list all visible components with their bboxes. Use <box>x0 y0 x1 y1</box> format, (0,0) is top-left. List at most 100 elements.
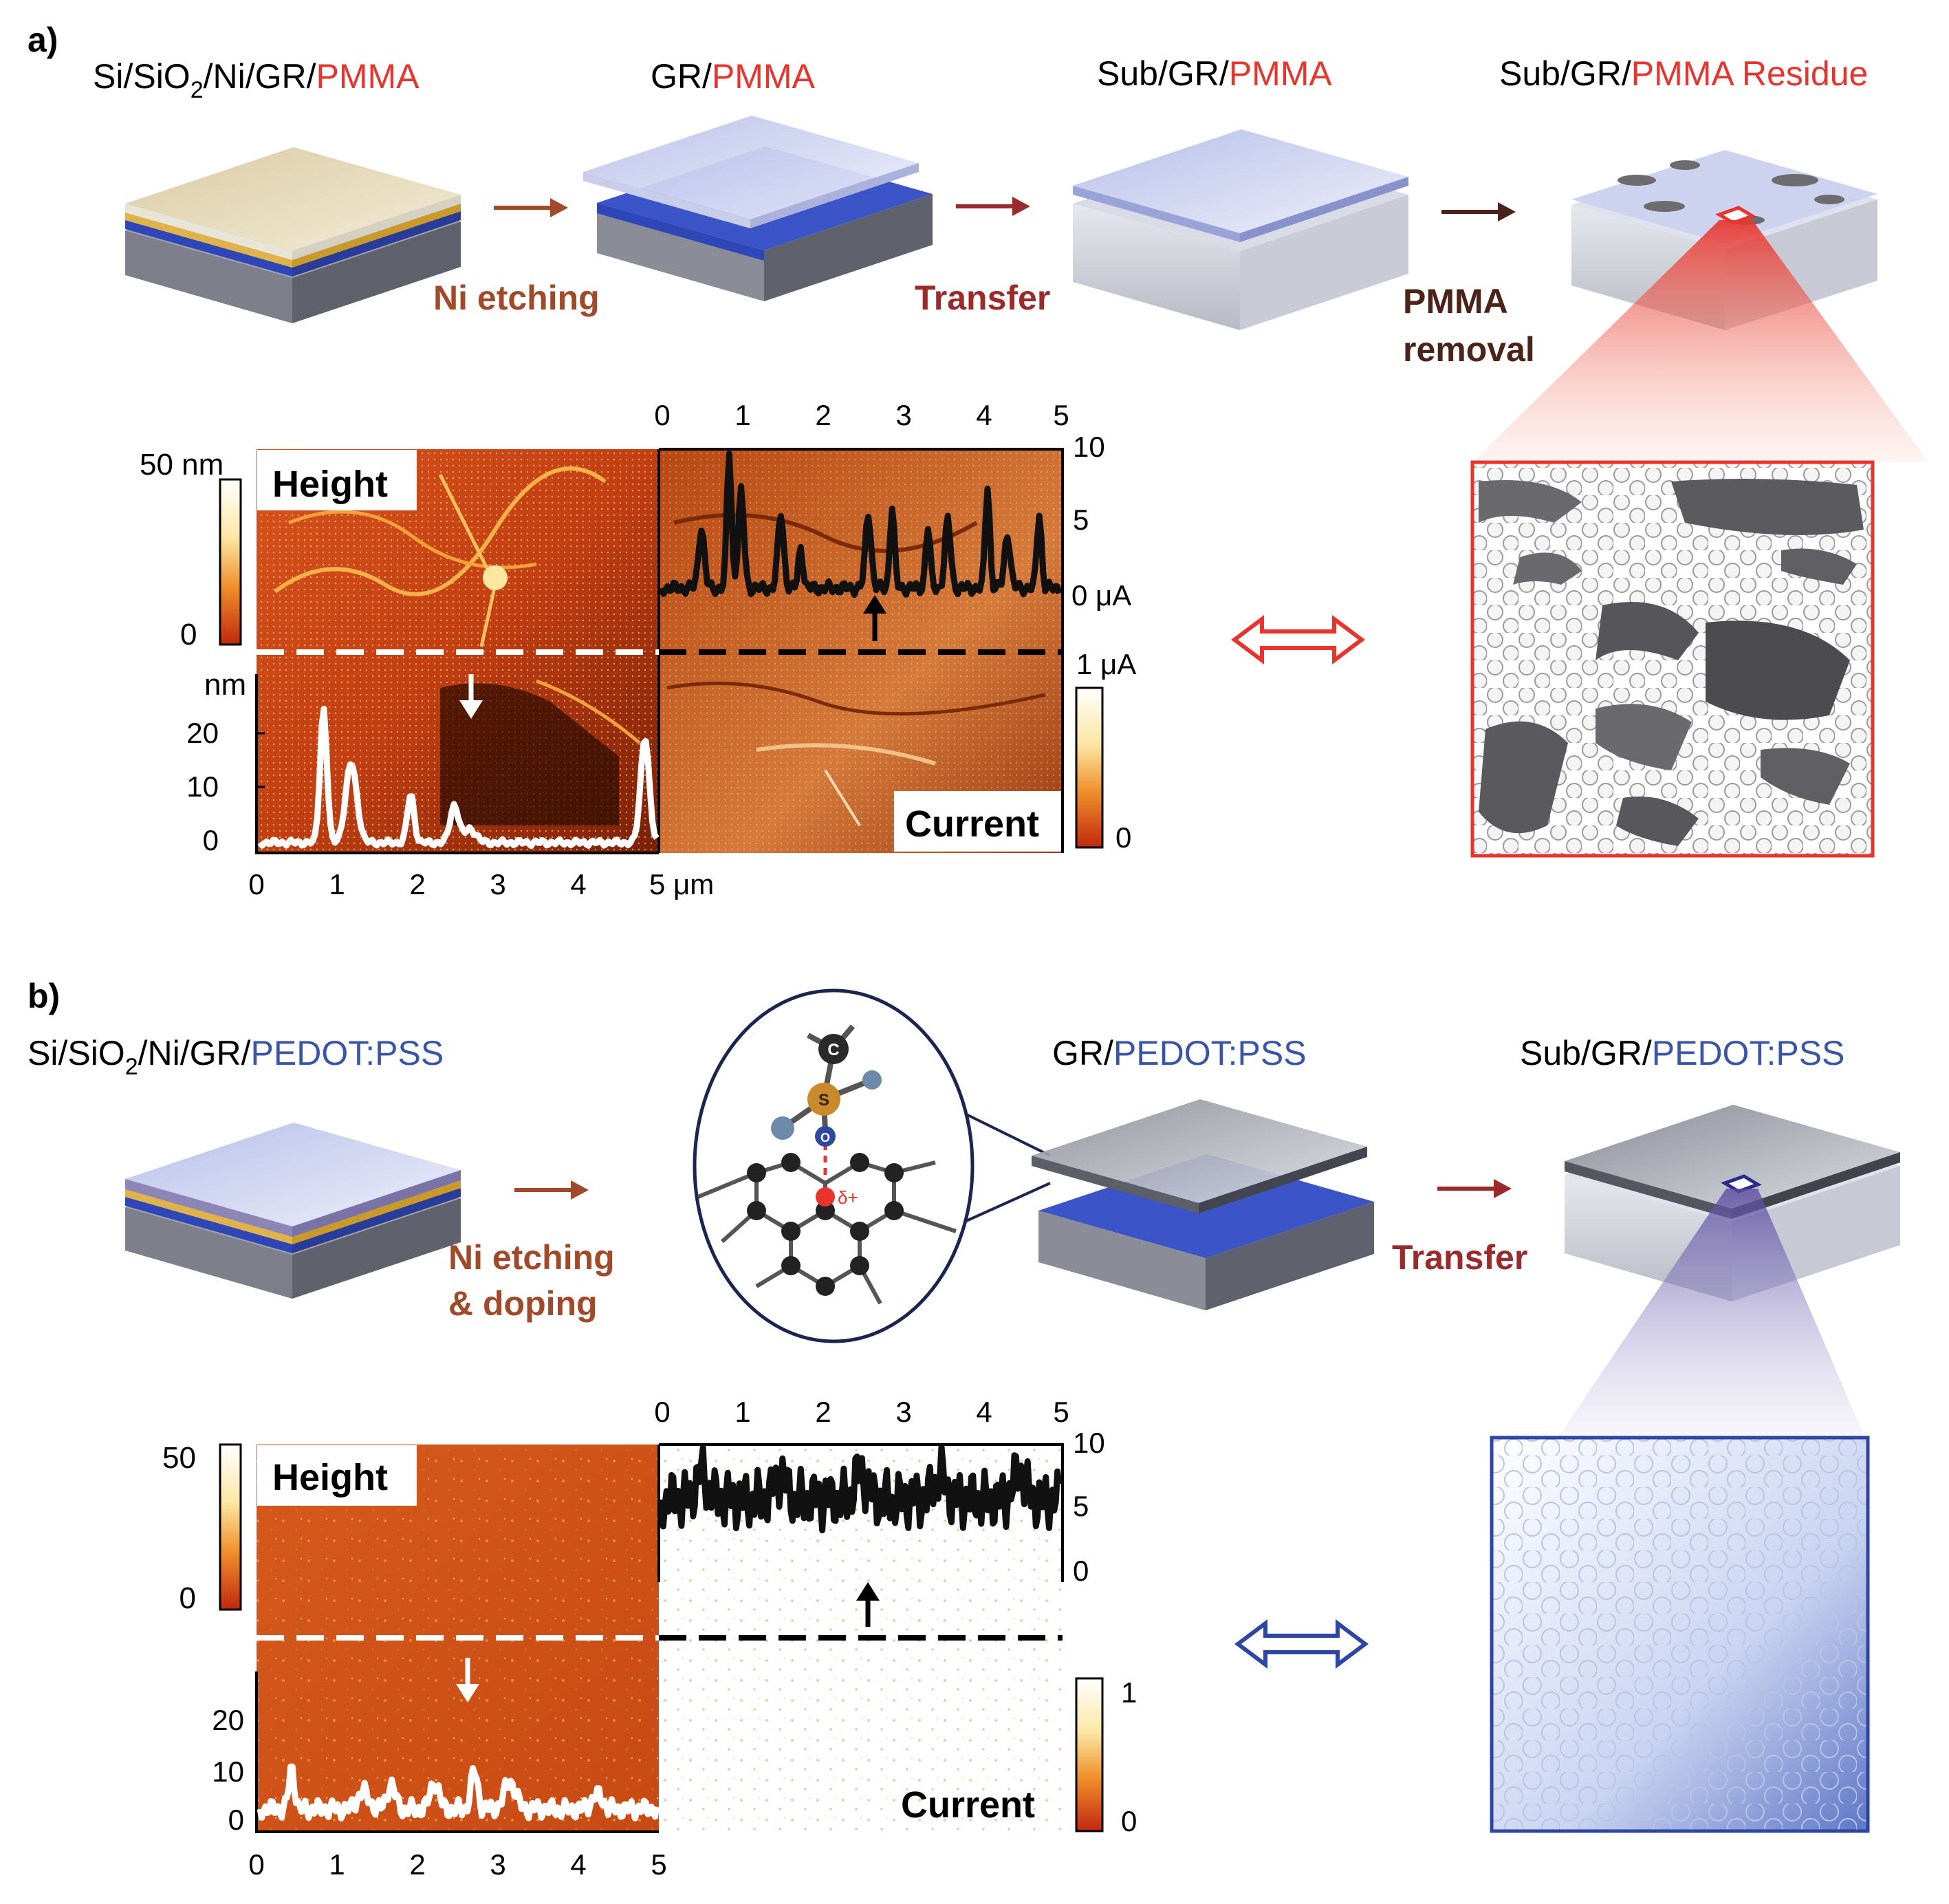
panel-b-profile-tick-10: 10 <box>212 1755 244 1788</box>
molecule-oxygen-atom <box>815 1126 836 1147</box>
panel-a-xtick-1: 1 <box>329 868 345 900</box>
panel-a-xtick-4: 4 <box>570 868 586 900</box>
panel-a-stack-1 <box>125 147 461 323</box>
molecule-carbon-label: C <box>827 1041 839 1059</box>
panel-b-height-axis <box>255 1672 659 1833</box>
panel-b-right-tick-5: 5 <box>1073 1490 1089 1522</box>
panel-a-top-tick-1: 1 <box>734 399 750 431</box>
panel-b-height-cbar-bottom: 0 <box>179 1581 196 1615</box>
panel-a-top-tick-4: 4 <box>976 399 992 431</box>
molecule-oxygen-label: O <box>820 1131 830 1145</box>
panel-a-profile-tick-10: 10 <box>186 770 219 803</box>
panel-a-step-1-title: Si/SiO2/Ni/GR/PMMA <box>93 57 420 103</box>
panel-b-current-cbar-top: 1 <box>1121 1676 1137 1709</box>
panel-b-xtick-0: 0 <box>248 1848 264 1881</box>
panel-a-right-tick-0: 0 μA <box>1071 579 1131 612</box>
panel-b-profile-tick-20: 20 <box>212 1704 244 1736</box>
panel-a-height-profile <box>257 706 660 850</box>
panel-a-step-4-title: Sub/GR/PMMA Residue <box>1499 54 1868 93</box>
panel-b-right-tick-10: 10 <box>1073 1427 1105 1459</box>
panel-a-current-profile <box>658 451 1063 598</box>
panel-a-current-label-box <box>894 791 1061 852</box>
panel-b-zoom-image <box>1490 1436 1870 1833</box>
panel-a-profile-tick-20: 20 <box>186 717 219 749</box>
panel-a-height-label-box <box>257 450 417 510</box>
panel-a-xtick-2: 2 <box>409 868 425 900</box>
panel-a-height-cbar-top: 50 nm <box>140 448 224 482</box>
molecule-sulfur-atom <box>807 1083 840 1116</box>
panel-b-xtick-4: 4 <box>570 1848 586 1881</box>
panel-a-arrow-3-label-line1: PMMA <box>1403 282 1508 321</box>
panel-a-height-label: Height <box>272 464 388 505</box>
panel-b-xtick-3: 3 <box>490 1848 505 1881</box>
panel-a-top-tick-5: 5 <box>1053 399 1069 431</box>
panel-a-right-tick-10: 10 <box>1073 431 1105 463</box>
panel-b-height-label-box <box>257 1445 417 1506</box>
panel-a-xtick-3: 3 <box>490 868 505 900</box>
panel-b-height-cbar-top: 50 <box>162 1441 196 1475</box>
panel-b-current-colorbar <box>1075 1677 1104 1832</box>
panel-b-profile-tick-0: 0 <box>228 1804 244 1836</box>
panel-b-top-tick-1: 1 <box>734 1396 750 1428</box>
panel-b-height-label: Height <box>272 1457 388 1498</box>
panel-b-stack-2 <box>1032 1099 1374 1310</box>
panel-a-height-cbar-bottom: 0 <box>180 618 197 651</box>
panel-b-current-cbar-bottom: 0 <box>1121 1805 1137 1837</box>
molecule-sulfur-label: S <box>818 1091 829 1110</box>
panel-b-top-tick-4: 4 <box>976 1396 992 1428</box>
panel-a-double-arrow <box>1231 615 1365 664</box>
panel-b-top-tick-3: 3 <box>895 1396 911 1428</box>
panel-b-height-colorbar <box>219 1443 242 1611</box>
panel-a-current-cbar-top: 1 μA <box>1076 648 1136 680</box>
panel-a-stack-3 <box>1073 129 1408 330</box>
molecule-delta-label: δ+ <box>838 1187 858 1208</box>
panel-b-arrow-1-label-line1: Ni etching <box>448 1238 615 1277</box>
panel-a-current-cbar-bottom: 0 <box>1115 821 1131 854</box>
panel-a-height-colorbar <box>219 478 242 646</box>
panel-b-tag: b) <box>28 977 60 1015</box>
panel-b-stack-1 <box>125 1123 461 1299</box>
panel-b-current-profile <box>658 1443 1063 1534</box>
panel-b-height-profile <box>257 1763 660 1821</box>
panel-a-top-tick-0: 0 <box>654 399 670 431</box>
panel-a-xtick-0: 0 <box>248 868 264 900</box>
panel-b-right-tick-0: 0 <box>1073 1555 1089 1587</box>
panel-b-current-label: Current <box>901 1784 1035 1826</box>
panel-b-molecule-bubble: C S O δ+ <box>693 988 1051 1343</box>
panel-a-arrow-3-label-line2: removal <box>1403 330 1535 369</box>
panel-a-top-tick-3: 3 <box>895 399 911 431</box>
panel-a-tag: a) <box>28 21 58 59</box>
panel-b-step-2-title: GR/PEDOT:PSS <box>1052 1034 1307 1072</box>
panel-a-right-tick-5: 5 <box>1073 504 1089 536</box>
panel-b-xtick-5: 5 <box>651 1848 666 1881</box>
panel-a-current-colorbar <box>1075 686 1104 849</box>
panel-a-arrow-2-label: Transfer <box>915 279 1050 317</box>
panel-a-arrow-1-label: Ni etching <box>433 279 600 317</box>
panel-a-step-3-title: Sub/GR/PMMA <box>1097 54 1332 93</box>
panel-a-stack-2 <box>583 116 933 301</box>
panel-a-current-label: Current <box>905 803 1039 845</box>
panel-b-zoom-cone <box>1558 1189 1865 1438</box>
panel-a-top-tick-2: 2 <box>815 399 831 431</box>
panel-a-profile-tick-0: 0 <box>203 824 219 856</box>
panel-b-top-tick-2: 2 <box>815 1396 831 1428</box>
molecule-carbon-atom <box>818 1034 849 1064</box>
molecule-doped-carbon <box>816 1187 835 1207</box>
panel-a-zoom-cone <box>1472 220 1928 462</box>
panel-b-xtick-2: 2 <box>409 1848 425 1881</box>
panel-b-top-tick-0: 0 <box>654 1396 670 1428</box>
panel-a-step-2-title: GR/PMMA <box>651 57 816 96</box>
panel-b-step-1-title: Si/SiO2/Ni/GR/PEDOT:PSS <box>28 1034 444 1080</box>
panel-a-current-frame <box>659 448 1064 853</box>
panel-a-zoom-image <box>1470 460 1875 858</box>
panel-b-current-frame <box>659 1443 1064 1582</box>
panel-b-step-3-title: Sub/GR/PEDOT:PSS <box>1520 1034 1844 1072</box>
panel-b-arrow-1-label-line2: & doping <box>448 1284 598 1323</box>
panel-b-double-arrow <box>1234 1619 1369 1669</box>
panel-a-xtick-end: 5 μm <box>649 868 714 900</box>
panel-b-top-tick-5: 5 <box>1053 1396 1069 1428</box>
panel-b-xtick-1: 1 <box>329 1848 345 1881</box>
panel-b-arrow-2-label: Transfer <box>1392 1238 1527 1277</box>
panel-a-profile-unit: nm <box>204 668 246 702</box>
